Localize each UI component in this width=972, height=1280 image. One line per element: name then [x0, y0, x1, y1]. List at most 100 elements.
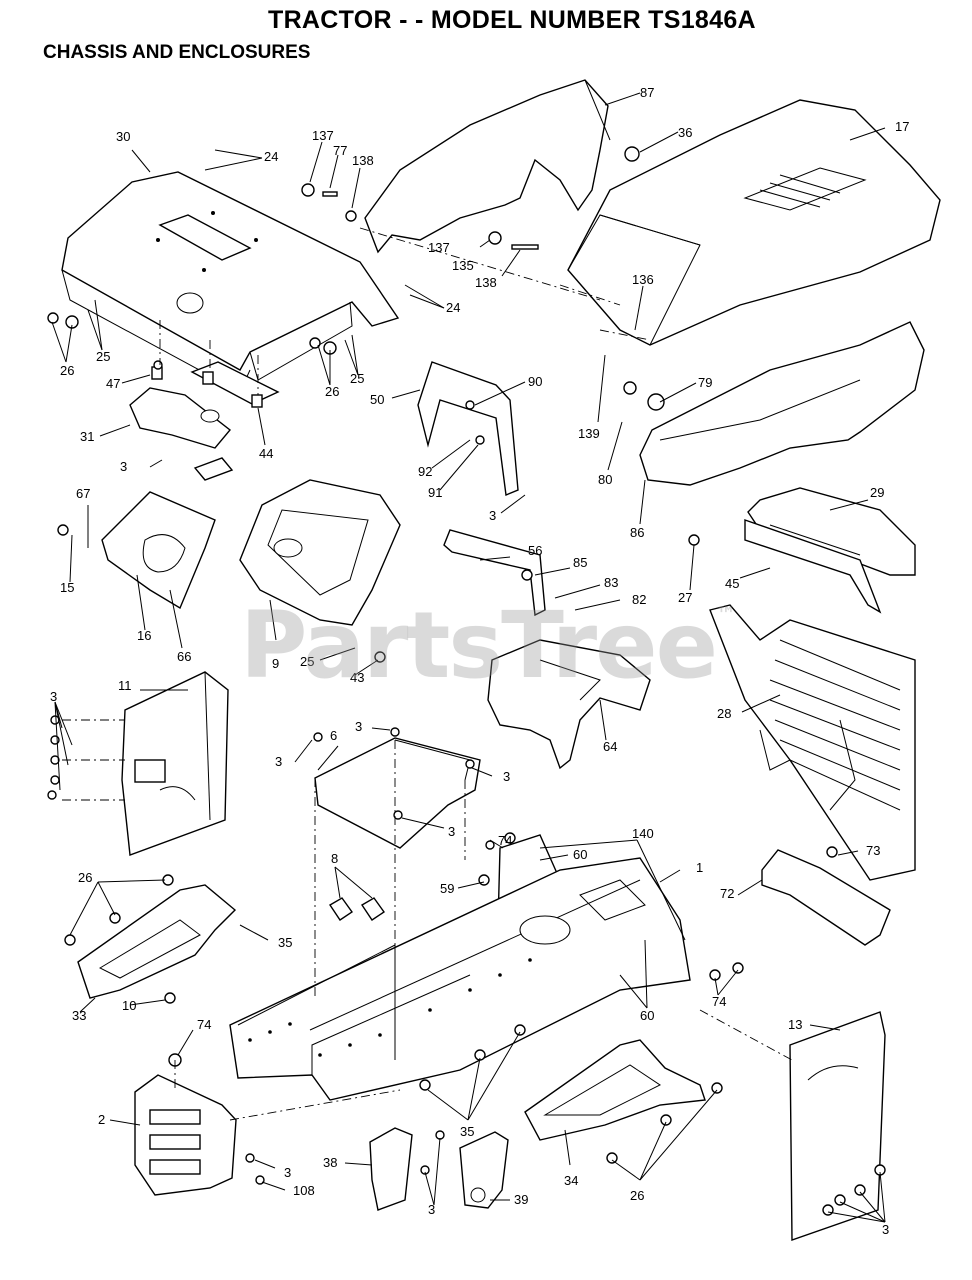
callout-138: 138 — [475, 275, 497, 290]
callout-90: 90 — [528, 374, 542, 389]
callout-60: 60 — [573, 847, 587, 862]
callout-27: 27 — [678, 590, 692, 605]
part-8-clip — [329, 897, 385, 921]
callout-10: 10 — [122, 998, 136, 1013]
callout-26: 26 — [60, 363, 74, 378]
part-44-31-brackets — [129, 361, 280, 481]
part-29-45-grille-panels — [744, 487, 916, 614]
page-title: TRACTOR - - MODEL NUMBER TS1846A — [268, 6, 756, 34]
callout-13: 13 — [788, 1017, 802, 1032]
callout-15: 15 — [60, 580, 74, 595]
callout-38: 38 — [323, 1155, 337, 1170]
callout-74: 74 — [197, 1017, 211, 1032]
callout-43: 43 — [350, 670, 364, 685]
part-87-hood-side-panel — [364, 79, 611, 254]
part-2-front-plate — [134, 1074, 237, 1196]
callout-6: 6 — [330, 728, 337, 743]
part-33-footrest-left — [77, 884, 237, 999]
callout-3: 3 — [428, 1202, 435, 1217]
callout-2: 2 — [98, 1112, 105, 1127]
callout-34: 34 — [564, 1173, 578, 1188]
callout-24: 24 — [446, 300, 460, 315]
callout-3: 3 — [448, 824, 455, 839]
part-11-side-panel — [121, 671, 229, 856]
callout-3: 3 — [284, 1165, 291, 1180]
callout-79: 79 — [698, 375, 712, 390]
callout-44: 44 — [259, 446, 273, 461]
part-13-right-side-panel — [789, 1011, 886, 1241]
callout-26: 26 — [325, 384, 339, 399]
callout-1: 1 — [696, 860, 703, 875]
assembly-lines — [62, 227, 793, 1121]
callout-135: 135 — [452, 258, 474, 273]
callout-11: 11 — [118, 678, 132, 693]
callout-66: 66 — [177, 649, 191, 664]
callout-3: 3 — [489, 508, 496, 523]
callout-3: 3 — [503, 769, 510, 784]
callout-74: 74 — [498, 833, 512, 848]
callout-137: 137 — [428, 240, 450, 255]
leader-lines — [51, 92, 886, 1223]
callout-73: 73 — [866, 843, 880, 858]
callout-25: 25 — [350, 371, 364, 386]
watermark-logo: PartsTree™ — [240, 592, 736, 699]
part-30-dash-panel — [61, 171, 400, 393]
callout-35: 35 — [278, 935, 292, 950]
callout-3: 3 — [120, 459, 127, 474]
callout-25: 25 — [96, 349, 110, 364]
callout-56: 56 — [528, 543, 542, 558]
part-64-support — [487, 639, 651, 770]
callout-80: 80 — [598, 472, 612, 487]
callout-33: 33 — [72, 1008, 86, 1023]
callout-86: 86 — [630, 525, 644, 540]
callout-9: 9 — [272, 656, 279, 671]
callout-92: 92 — [418, 464, 432, 479]
callout-140: 140 — [632, 826, 654, 841]
part-56-bracket — [443, 529, 546, 617]
part-50-bracket — [417, 361, 519, 496]
callout-50: 50 — [370, 392, 384, 407]
part-17-hood — [567, 99, 941, 346]
watermark-text: PartsTree — [240, 592, 718, 699]
callout-30: 30 — [116, 129, 130, 144]
callout-64: 64 — [603, 739, 617, 754]
part-38-39-brackets — [369, 1127, 509, 1211]
callout-91: 91 — [428, 485, 442, 500]
callout-138: 138 — [352, 153, 374, 168]
callout-28: 28 — [717, 706, 731, 721]
callout-3: 3 — [275, 754, 282, 769]
callout-24: 24 — [264, 149, 278, 164]
callout-25: 25 — [300, 654, 314, 669]
callout-3: 3 — [882, 1222, 889, 1237]
part-6-floor-plate — [314, 737, 481, 849]
callout-17: 17 — [895, 119, 909, 134]
callout-108: 108 — [293, 1183, 315, 1198]
callout-3: 3 — [50, 689, 57, 704]
callout-35: 35 — [460, 1124, 474, 1139]
callout-labels: 87 17 30 24 137 77 138 36 137 135 138 13… — [50, 85, 909, 1237]
callout-26: 26 — [630, 1188, 644, 1203]
callout-29: 29 — [870, 485, 884, 500]
watermark-trademark: ™ — [715, 602, 736, 626]
callout-36: 36 — [678, 125, 692, 140]
part-86-hood-side-lower — [639, 321, 925, 486]
part-34-footrest-right — [524, 1039, 706, 1141]
callout-45: 45 — [725, 576, 739, 591]
callout-137: 137 — [312, 128, 334, 143]
callout-77: 77 — [333, 143, 347, 158]
callout-59: 59 — [440, 881, 454, 896]
callout-47: 47 — [106, 376, 120, 391]
callout-87: 87 — [640, 85, 654, 100]
callout-82: 82 — [632, 592, 646, 607]
part-66-heat-shield — [101, 491, 216, 610]
callout-3: 3 — [355, 719, 362, 734]
callout-67: 67 — [76, 486, 90, 501]
part-28-grille — [709, 604, 916, 881]
callout-39: 39 — [514, 1192, 528, 1207]
callout-136: 136 — [632, 272, 654, 287]
callout-74: 74 — [712, 994, 726, 1009]
section-title: CHASSIS AND ENCLOSURES — [43, 42, 311, 63]
part-1-main-frame — [229, 857, 691, 1101]
callout-72: 72 — [720, 886, 734, 901]
